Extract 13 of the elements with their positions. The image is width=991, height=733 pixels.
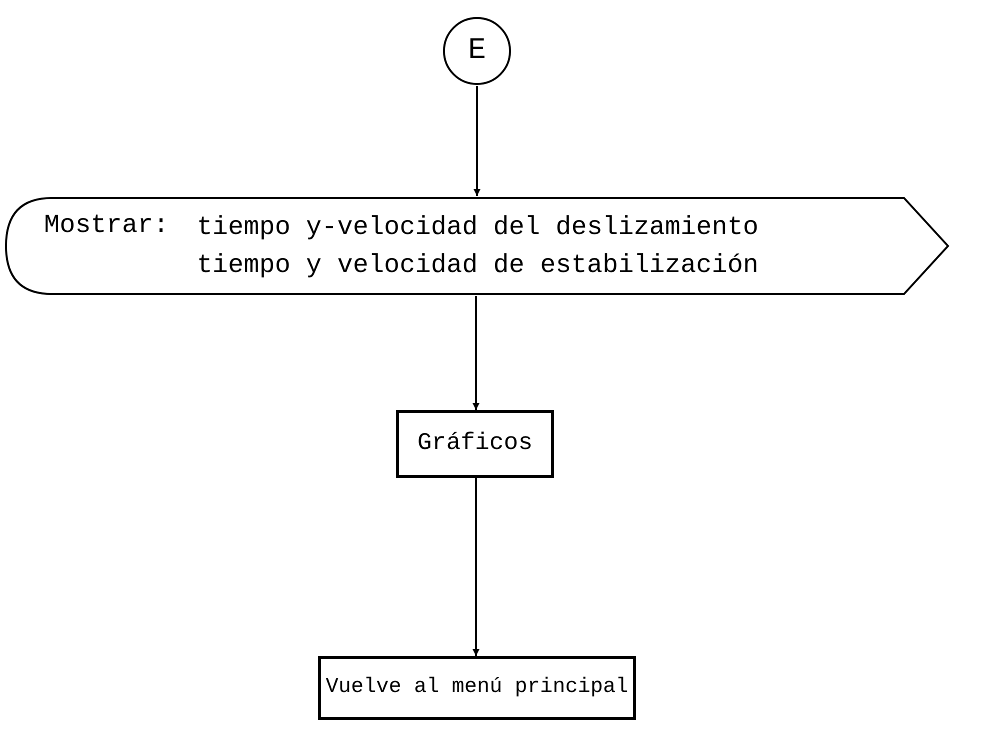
process-box: [396, 410, 554, 478]
display-label: Mostrar:: [44, 209, 169, 242]
connector-circle: [442, 16, 512, 86]
process-text: Gráficos: [417, 429, 533, 459]
arrow: [472, 296, 480, 410]
process-text: Vuelve al menú principal: [326, 675, 628, 702]
connector-letter: E: [468, 32, 486, 70]
arrow: [472, 478, 480, 656]
process-box: [318, 656, 636, 720]
display-text: tiempo y-velocidad del deslizamiento: [196, 211, 759, 244]
display-shape: [4, 196, 950, 296]
arrow: [474, 86, 480, 196]
display-text: tiempo y velocidad de estabilización: [196, 249, 759, 282]
